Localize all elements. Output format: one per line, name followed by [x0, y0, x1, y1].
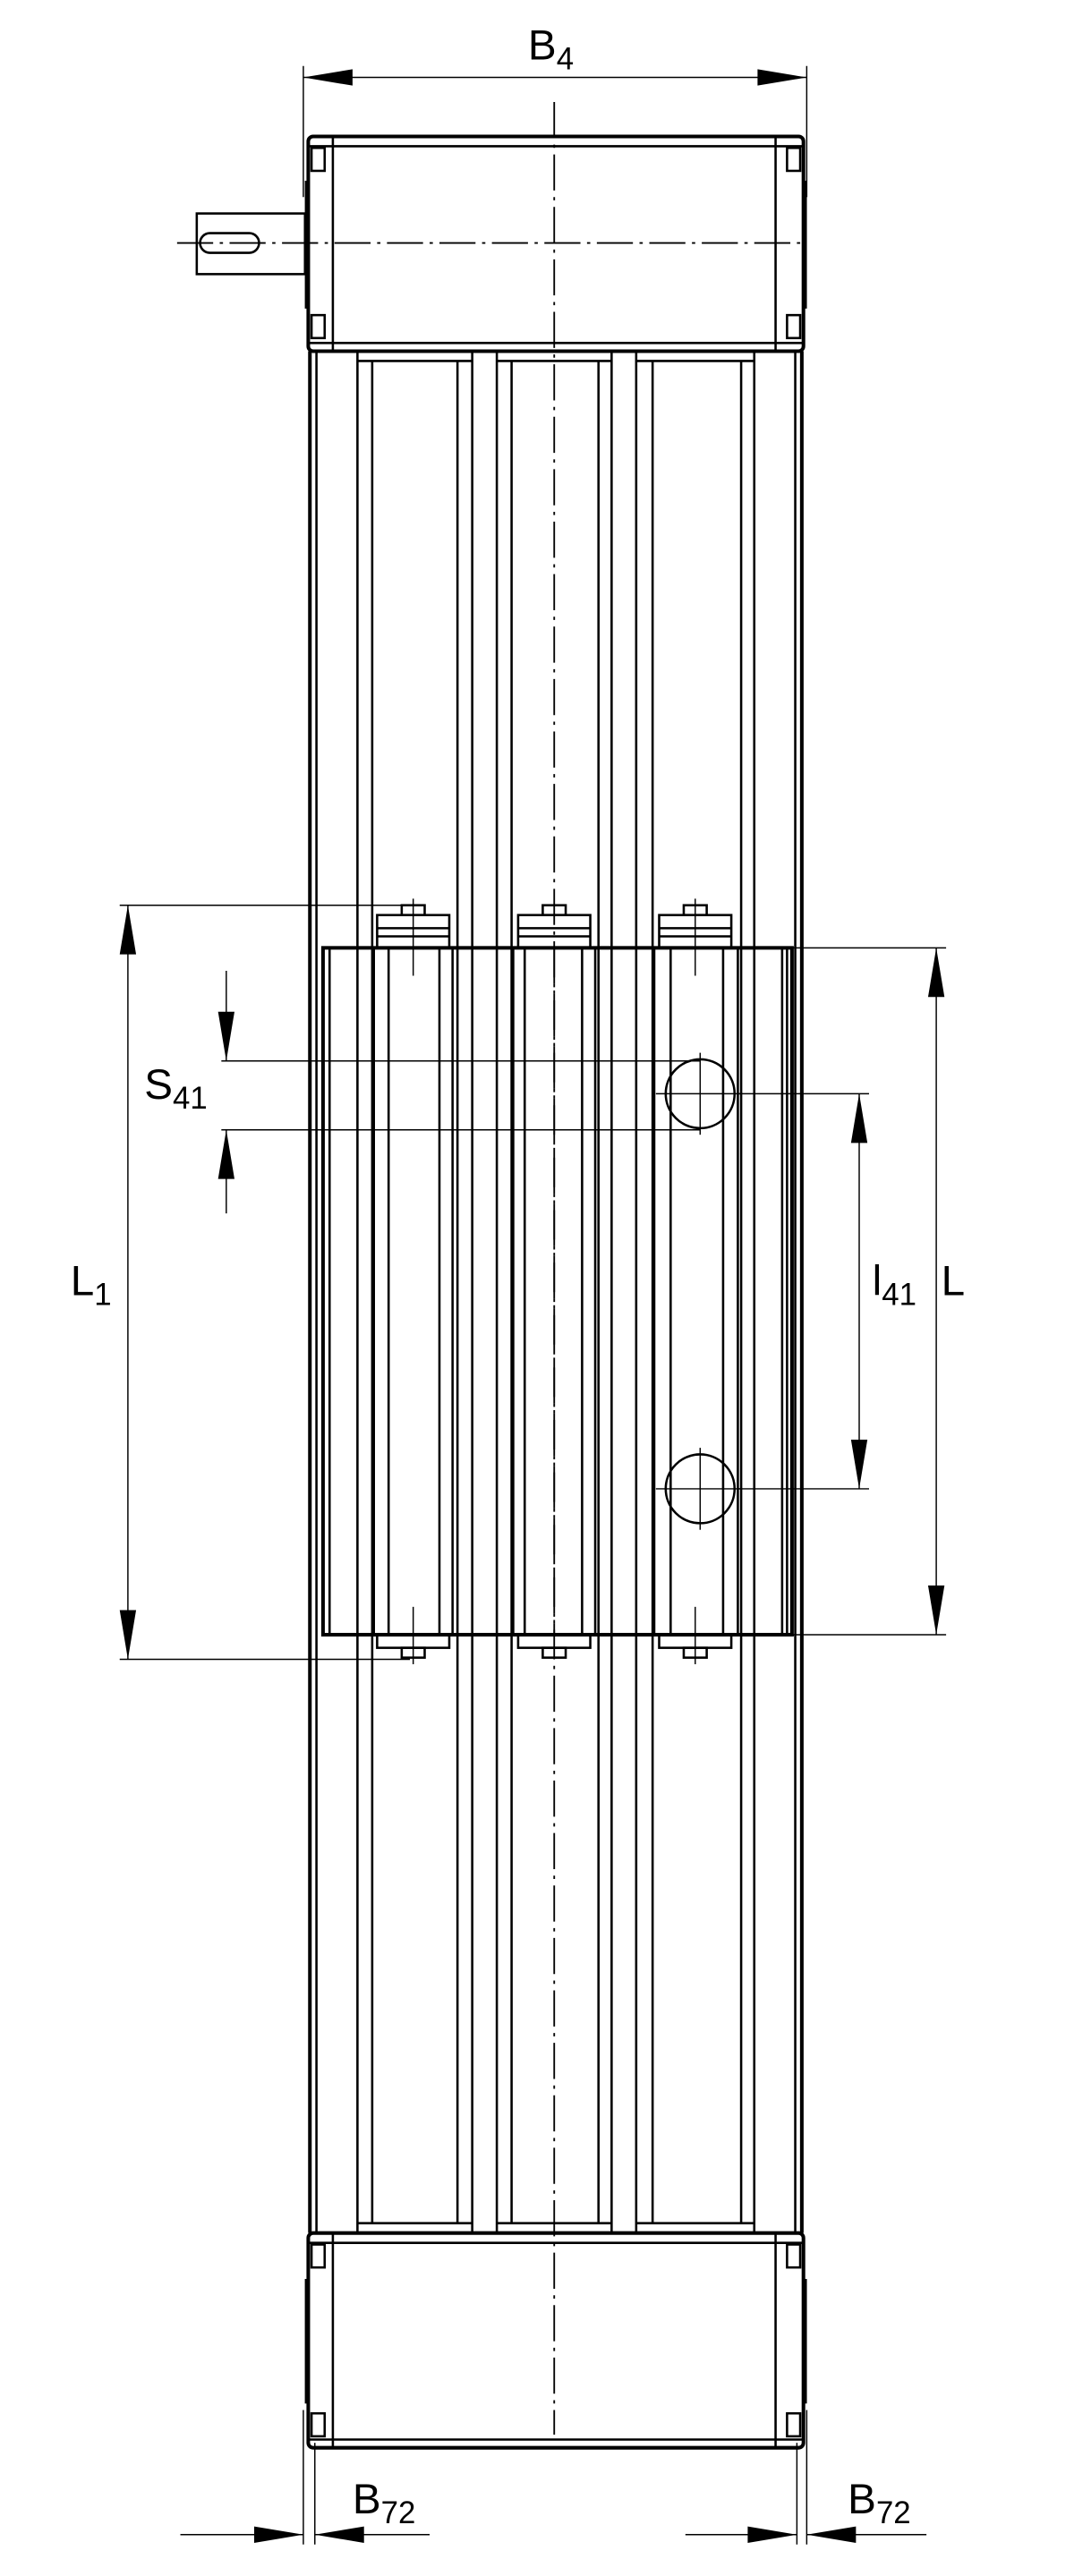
bolt — [376, 1606, 451, 1664]
bolt — [516, 904, 592, 949]
svg-text:S41: S41 — [144, 1061, 207, 1116]
dimension-l: L — [791, 947, 966, 1636]
rail-profile — [308, 351, 804, 2233]
bottom-end-housing — [304, 2231, 807, 2450]
drive-shaft — [195, 212, 307, 276]
dimension-l41: l41 — [737, 1092, 916, 1490]
svg-text:L1: L1 — [71, 1258, 112, 1313]
top-drive-housing — [304, 134, 807, 353]
dimension-s41: S41 — [144, 970, 701, 1214]
centerlines — [176, 102, 804, 2436]
dimension-l1: L1 — [71, 904, 411, 1661]
rail-channel — [495, 351, 613, 2233]
svg-text:B72: B72 — [353, 2476, 415, 2530]
svg-text:B72: B72 — [848, 2476, 910, 2530]
bolt — [658, 898, 733, 976]
bolt — [658, 1606, 733, 1664]
svg-text:B4: B4 — [528, 21, 574, 76]
dimension-b72-left: B72 — [180, 2410, 430, 2545]
svg-text:l41: l41 — [873, 1258, 916, 1313]
rail-channel — [635, 351, 756, 2233]
rail-channel — [356, 351, 473, 2233]
clamping-bolts — [376, 898, 733, 1664]
mounting-holes — [655, 1052, 742, 1530]
carriage — [320, 946, 794, 1637]
bolt — [516, 1633, 592, 1659]
bolt — [376, 898, 451, 976]
dimension-b4: B4 — [303, 21, 808, 198]
svg-text:L: L — [942, 1258, 966, 1305]
dimension-b72-right: B72 — [685, 2410, 927, 2545]
